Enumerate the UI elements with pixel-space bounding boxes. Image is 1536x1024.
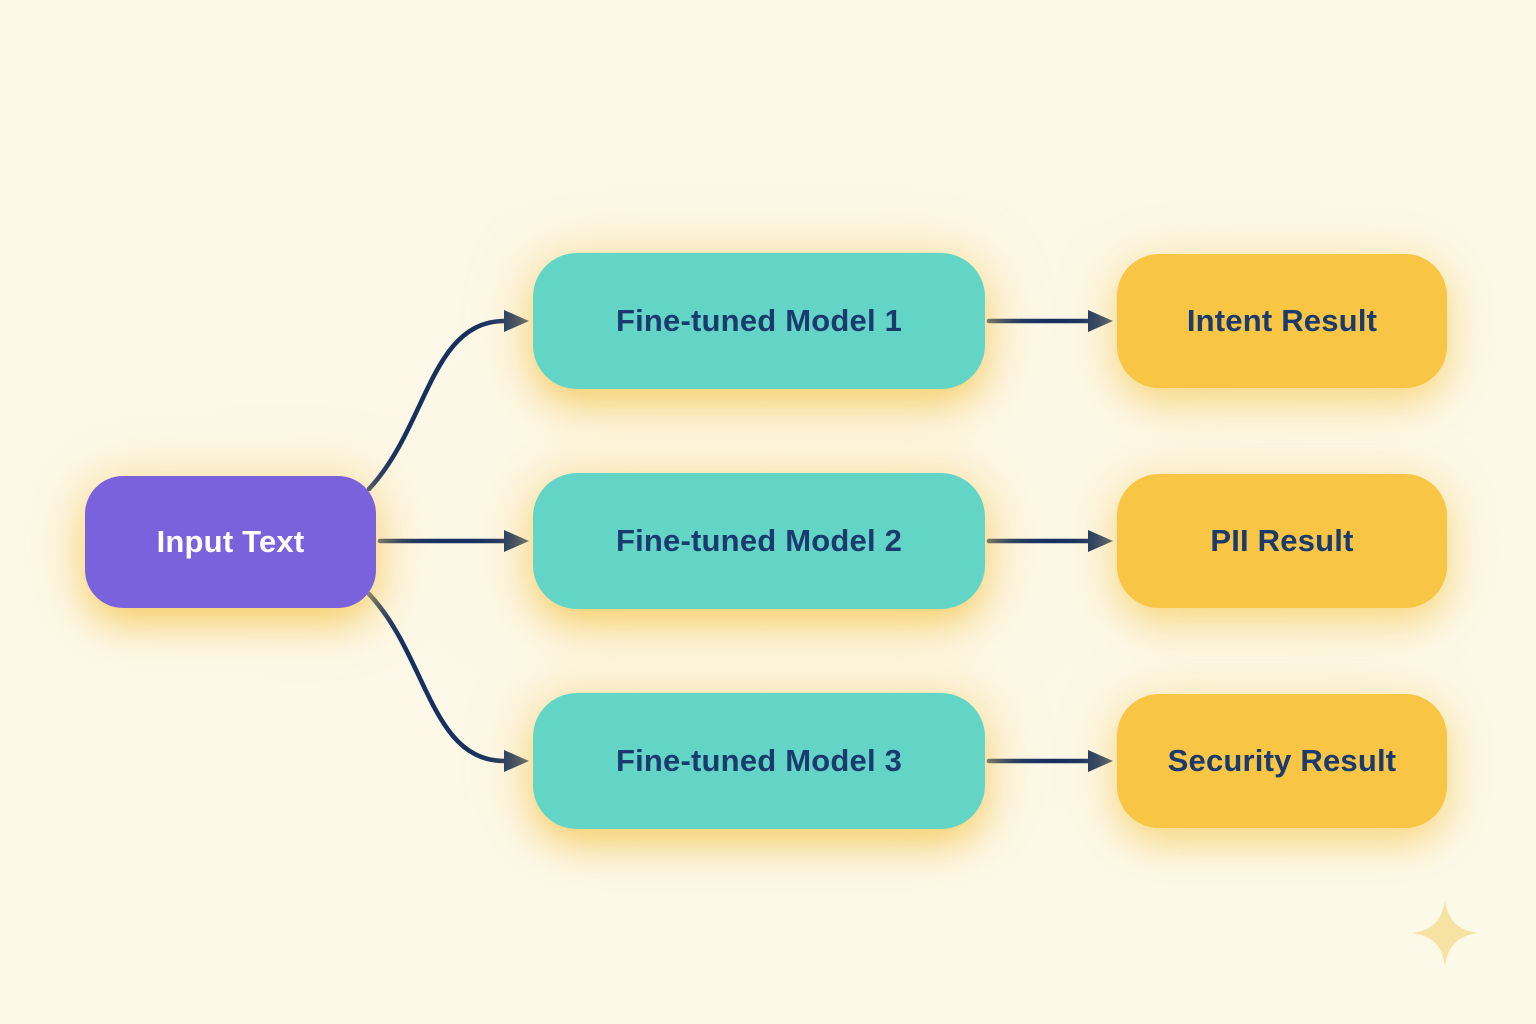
node-pii-result: PII Result (1117, 474, 1447, 608)
arrowhead-icon (504, 310, 529, 332)
arrowhead-icon (504, 750, 529, 772)
node-fine-tuned-model-2: Fine-tuned Model 2 (533, 473, 985, 609)
arrowhead-icon (1088, 310, 1113, 332)
node-input-text: Input Text (85, 476, 376, 608)
node-label: PII Result (1210, 523, 1354, 558)
node-fine-tuned-model-3: Fine-tuned Model 3 (533, 693, 985, 829)
sparkle-icon (1411, 899, 1479, 967)
node-security-result: Security Result (1117, 694, 1447, 828)
node-label: Fine-tuned Model 1 (615, 303, 903, 338)
node-label: Fine-tuned Model 2 (615, 523, 903, 558)
node-label: Security Result (1167, 743, 1397, 778)
arrow-input-to-model3 (366, 591, 508, 764)
arrowhead-icon (504, 530, 529, 552)
node-intent-result: Intent Result (1117, 254, 1447, 388)
arrowhead-icon (1088, 530, 1113, 552)
node-label: Input Text (156, 524, 305, 559)
node-label: Intent Result (1186, 303, 1378, 338)
node-label: Fine-tuned Model 3 (615, 743, 903, 778)
node-fine-tuned-model-1: Fine-tuned Model 1 (533, 253, 985, 389)
arrow-input-to-model1 (366, 318, 508, 492)
arrowhead-icon (1088, 750, 1113, 772)
